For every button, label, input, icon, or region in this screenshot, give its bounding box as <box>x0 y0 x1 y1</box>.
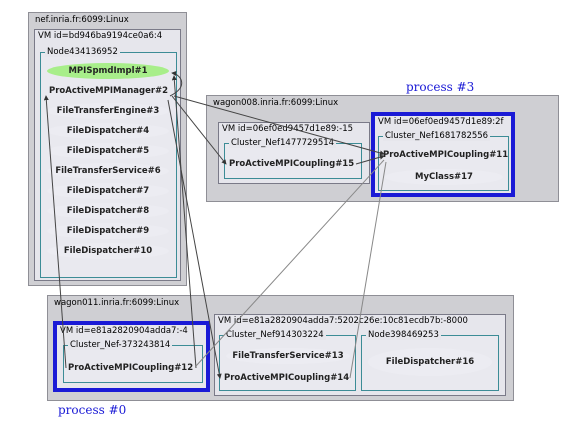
process-3-label: process #3 <box>406 80 475 94</box>
node-cluster-nef1681782556[interactable]: Cluster_Nef1681782556 ProActiveMPICoupli… <box>378 131 509 191</box>
active-object-filedispatcher-7[interactable]: FileDispatcher#7 <box>47 183 169 199</box>
vm-wagon008-15-title: VM id=06ef0ed9457d1e89:-15 <box>222 124 354 134</box>
active-object-filedispatcher-10[interactable]: FileDispatcher#10 <box>47 243 169 259</box>
active-object-proactivempicoupling-14[interactable]: ProActiveMPICoupling#14 <box>224 373 350 383</box>
vm-wagon008-2f[interactable]: VM id=06ef0ed9457d1e89:2f Cluster_Nef168… <box>371 112 515 197</box>
node-cluster-nef-373243814[interactable]: Cluster_Nef-373243814 ProActiveMPICoupli… <box>63 340 203 383</box>
active-object-filedispatcher-5[interactable]: FileDispatcher#5 <box>47 143 169 159</box>
active-object-proactivempimanager-2[interactable]: ProActiveMPIManager#2 <box>49 86 169 96</box>
active-object-filedispatcher-4[interactable]: FileDispatcher#4 <box>47 123 169 139</box>
node-cluster-nef914303224-title: Cluster_Nef914303224 <box>224 330 326 340</box>
vm-wagon008-15[interactable]: VM id=06ef0ed9457d1e89:-15 Cluster_Nef14… <box>218 122 370 184</box>
node-cluster-nef-373243814-title: Cluster_Nef-373243814 <box>68 340 173 350</box>
active-object-mpispmdimpl-1[interactable]: MPISpmdImpl#1 <box>47 63 169 79</box>
process-0-label: process #0 <box>58 403 127 417</box>
active-object-filetransferservice-6[interactable]: FileTransferService#6 <box>47 163 169 179</box>
node-cluster-nef1477729514[interactable]: Cluster_Nef1477729514 ProActiveMPICoupli… <box>224 138 362 179</box>
host-wagon008[interactable]: wagon008.inria.fr:6099:Linux VM id=06ef0… <box>206 95 559 202</box>
vm-nef-title: VM id=bd946ba9194ce0a6:4 <box>38 31 163 41</box>
host-wagon011-title: wagon011.inria.fr:6099:Linux <box>52 298 182 308</box>
active-object-myclass-17[interactable]: MyClass#17 <box>385 169 503 185</box>
vm-wagon011-4-title: VM id=e81a2820904adda7:-4 <box>60 326 188 336</box>
node-cluster-nef1681782556-title: Cluster_Nef1681782556 <box>383 131 491 141</box>
vm-wagon011-8000-title: VM id=e81a2820904adda7:5202c26e:10c81ecd… <box>218 316 468 326</box>
active-object-filetransferservice-13[interactable]: FileTransferService#13 <box>226 348 350 364</box>
host-wagon011[interactable]: wagon011.inria.fr:6099:Linux VM id=e81a2… <box>47 295 514 401</box>
node-398469253-title: Node398469253 <box>366 330 441 340</box>
active-object-proactivempicoupling-11[interactable]: ProActiveMPICoupling#11 <box>383 150 509 160</box>
active-object-filetransferengine-3[interactable]: FileTransferEngine#3 <box>47 103 169 119</box>
node-434136952-title: Node434136952 <box>45 47 120 57</box>
vm-wagon008-2f-title: VM id=06ef0ed9457d1e89:2f <box>378 117 504 127</box>
host-wagon008-title: wagon008.inria.fr:6099:Linux <box>211 98 341 108</box>
active-object-filedispatcher-16[interactable]: FileDispatcher#16 <box>368 348 492 376</box>
node-398469253[interactable]: Node398469253 FileDispatcher#16 <box>361 330 499 391</box>
host-nef-title: nef.inria.fr:6099:Linux <box>33 15 131 25</box>
vm-wagon011-8000[interactable]: VM id=e81a2820904adda7:5202c26e:10c81ecd… <box>214 314 506 396</box>
node-cluster-nef914303224[interactable]: Cluster_Nef914303224 FileTransferService… <box>219 330 356 391</box>
vm-nef[interactable]: VM id=bd946ba9194ce0a6:4 Node434136952 M… <box>34 29 181 281</box>
active-object-filedispatcher-8[interactable]: FileDispatcher#8 <box>47 203 169 219</box>
node-434136952[interactable]: Node434136952 MPISpmdImpl#1 ProActiveMPI… <box>40 47 177 278</box>
host-nef[interactable]: nef.inria.fr:6099:Linux VM id=bd946ba919… <box>28 12 187 286</box>
node-cluster-nef1477729514-title: Cluster_Nef1477729514 <box>229 138 337 148</box>
vm-wagon011-4[interactable]: VM id=e81a2820904adda7:-4 Cluster_Nef-37… <box>53 321 210 392</box>
active-object-proactivempicoupling-12[interactable]: ProActiveMPICoupling#12 <box>68 363 194 373</box>
active-object-proactivempicoupling-15[interactable]: ProActiveMPICoupling#15 <box>229 159 355 169</box>
active-object-filedispatcher-9[interactable]: FileDispatcher#9 <box>47 223 169 239</box>
